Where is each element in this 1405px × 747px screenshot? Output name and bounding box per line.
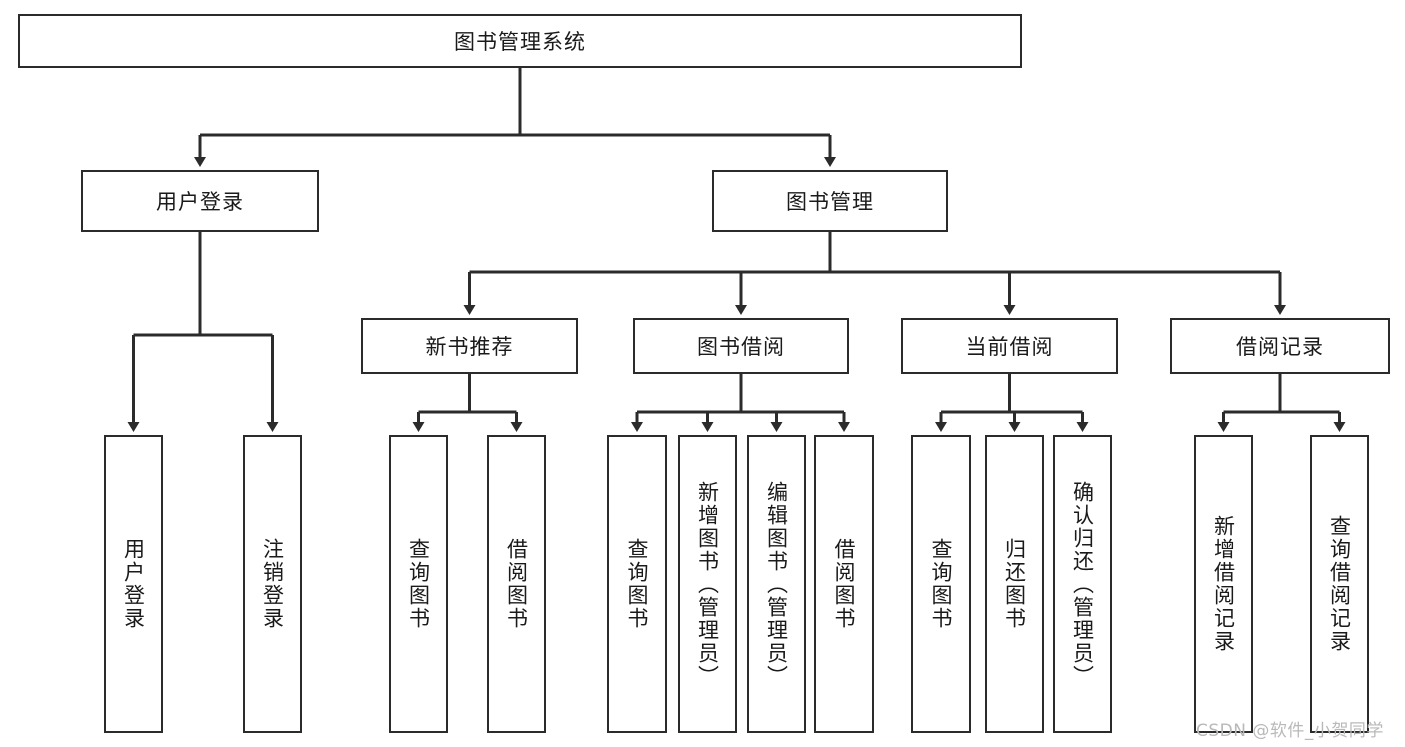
node-label: 注销登录 xyxy=(260,538,285,630)
csdn-watermark: CSDN @软件_小贺同学 xyxy=(1196,721,1384,741)
node-label: 新书推荐 xyxy=(425,335,514,359)
node-label: 新增借阅记录 xyxy=(1211,515,1236,653)
node-leaf-borrow-book-2: 借阅图书 xyxy=(814,435,874,733)
node-leaf-query-book-1: 查询图书 xyxy=(389,435,448,733)
node-leaf-query-book-3: 查询图书 xyxy=(911,435,971,733)
node-leaf-return-book: 归还图书 xyxy=(985,435,1044,733)
node-user-login: 用户登录 xyxy=(81,170,319,232)
node-leaf-add-book-admin: 新增图书（管理员） xyxy=(678,435,737,733)
node-leaf-query-book-2: 查询图书 xyxy=(607,435,667,733)
node-label: 查询借阅记录 xyxy=(1327,515,1352,653)
node-label: 确认归还（管理员） xyxy=(1070,480,1095,688)
node-label: 当前借阅 xyxy=(965,335,1054,359)
node-label: 新增图书（管理员） xyxy=(695,480,720,688)
node-label: 查询图书 xyxy=(625,538,650,630)
node-book-borrow: 图书借阅 xyxy=(633,318,849,374)
node-label: 图书管理 xyxy=(786,190,874,214)
node-leaf-query-borrow-record: 查询借阅记录 xyxy=(1310,435,1369,733)
node-label: 用户登录 xyxy=(156,190,244,214)
node-book-manage: 图书管理 xyxy=(712,170,948,232)
node-leaf-borrow-book-1: 借阅图书 xyxy=(487,435,546,733)
node-leaf-user-login: 用户登录 xyxy=(104,435,163,733)
node-label: 借阅图书 xyxy=(832,538,857,630)
node-borrow-record: 借阅记录 xyxy=(1170,318,1390,374)
node-label: 归还图书 xyxy=(1002,538,1027,630)
node-label: 查询图书 xyxy=(406,538,431,630)
node-label: 图书借阅 xyxy=(697,335,785,359)
node-leaf-add-borrow-record: 新增借阅记录 xyxy=(1194,435,1253,733)
node-label: 用户登录 xyxy=(121,538,146,630)
node-root-图书管理系统: 图书管理系统 xyxy=(18,14,1022,68)
node-leaf-logout-login: 注销登录 xyxy=(243,435,302,733)
node-current-borrow: 当前借阅 xyxy=(901,318,1118,374)
node-label: 图书管理系统 xyxy=(454,30,586,54)
node-label: 查询图书 xyxy=(929,538,954,630)
node-leaf-edit-book-admin: 编辑图书（管理员） xyxy=(747,435,806,733)
node-label: 借阅图书 xyxy=(504,538,529,630)
node-label: 借阅记录 xyxy=(1236,335,1324,359)
node-label: 编辑图书（管理员） xyxy=(764,480,789,688)
node-leaf-confirm-return-admin: 确认归还（管理员） xyxy=(1053,435,1112,733)
node-new-book-recommend: 新书推荐 xyxy=(361,318,578,374)
